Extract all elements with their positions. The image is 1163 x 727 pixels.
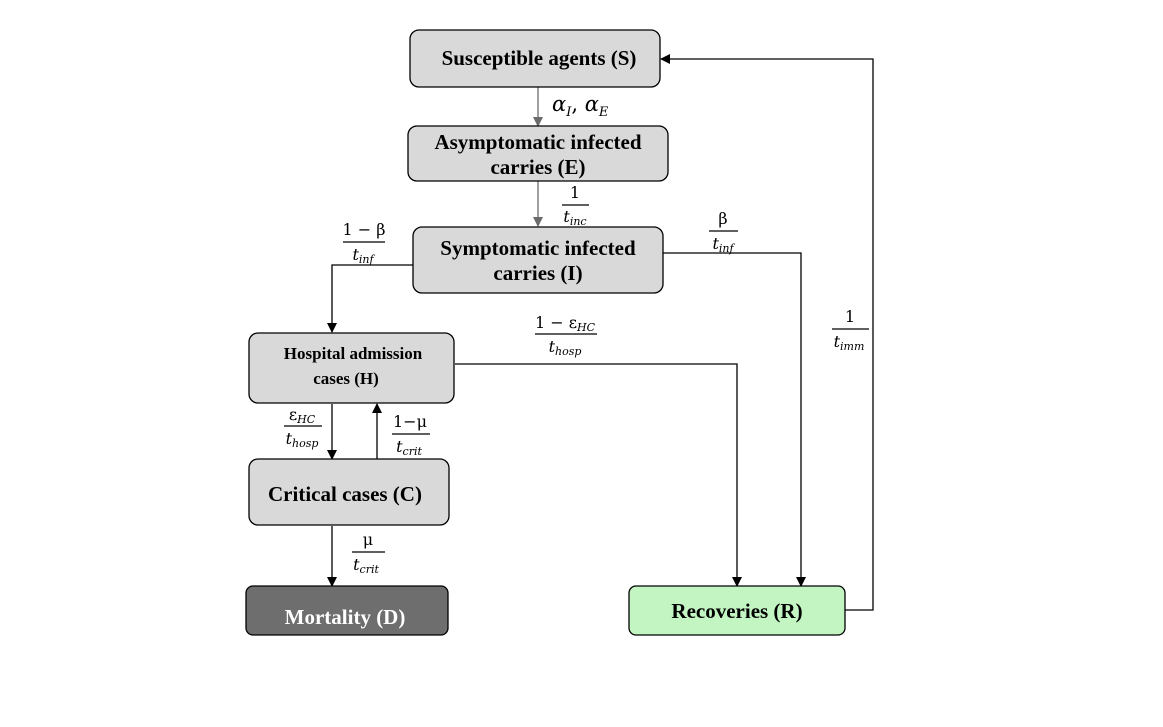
- node-label-line2: carries (E): [490, 155, 585, 179]
- node-critical: Critical cases (C): [248, 458, 450, 526]
- edges: [327, 54, 874, 611]
- node-hospital: Hospital admission cases (H): [248, 332, 455, 404]
- rate-denominator: tcrit: [396, 437, 422, 458]
- node-label: Mortality (D): [285, 605, 406, 629]
- edge-i-to-r: [663, 252, 806, 587]
- node-symptomatic: Symptomatic infected carries (I): [412, 226, 664, 294]
- node-asymptomatic: Asymptomatic infected carries (E): [407, 125, 669, 182]
- node-box: [628, 585, 846, 636]
- rate-denominator: timm: [834, 332, 865, 353]
- edge-i-to-h: [327, 264, 413, 333]
- node-mortality: Mortality (D): [245, 585, 449, 636]
- rate-denominator: tinf: [712, 234, 735, 255]
- rate-denominator: thosp: [286, 429, 319, 450]
- rate-denominator: tinc: [563, 207, 586, 228]
- rate-denominator: thosp: [549, 337, 582, 358]
- rate-h-to-c: εHC thosp: [284, 405, 322, 450]
- node-box: [245, 585, 449, 636]
- rate-numerator: εHC: [289, 405, 316, 426]
- rate-c-to-h: 1−μ tcrit: [392, 412, 430, 458]
- node-label-line2: cases (H): [313, 369, 379, 388]
- node-box: [409, 29, 661, 88]
- edge-r-to-s: [660, 54, 874, 611]
- rate-e-to-i: 1 tinc: [562, 183, 589, 228]
- rate-numerator: 1−μ: [393, 412, 427, 431]
- node-label-line1: Hospital admission: [284, 344, 423, 363]
- rate-c-to-d: μ tcrit: [352, 530, 385, 576]
- rate-denominator: tinf: [352, 245, 375, 266]
- node-susceptible: Susceptible agents (S): [409, 29, 661, 88]
- rate-h-to-r: 1 − εHC thosp: [535, 313, 597, 358]
- node-box: [412, 226, 664, 294]
- rate-numerator: 1 − εHC: [535, 313, 596, 334]
- rate-i-to-r: β tinf: [709, 209, 738, 255]
- rate-numerator: μ: [363, 530, 373, 549]
- rate-denominator: tcrit: [353, 555, 379, 576]
- rate-i-to-h: 1 − β tinf: [342, 220, 385, 266]
- rate-numerator: 1: [570, 183, 580, 202]
- rate-s-to-e: αI, αE: [552, 92, 609, 120]
- node-box: [248, 332, 455, 404]
- node-label: Critical cases (C): [268, 482, 422, 506]
- rate-numerator: β: [718, 209, 727, 228]
- rate-numerator: 1: [845, 307, 855, 326]
- node-box: [407, 125, 669, 182]
- node-label: Susceptible agents (S): [442, 46, 637, 70]
- node-recoveries: Recoveries (R): [628, 585, 846, 636]
- node-box: [248, 458, 450, 526]
- node-label-line2: carries (I): [493, 261, 582, 285]
- node-label-line1: Asymptomatic infected: [434, 130, 641, 154]
- rate-numerator: 1 − β: [342, 220, 385, 239]
- edge-h-to-r: [455, 363, 742, 587]
- node-label-line1: Symptomatic infected: [440, 236, 636, 260]
- rate-r-to-s: 1 timm: [832, 307, 869, 353]
- node-label: Recoveries (R): [671, 599, 802, 623]
